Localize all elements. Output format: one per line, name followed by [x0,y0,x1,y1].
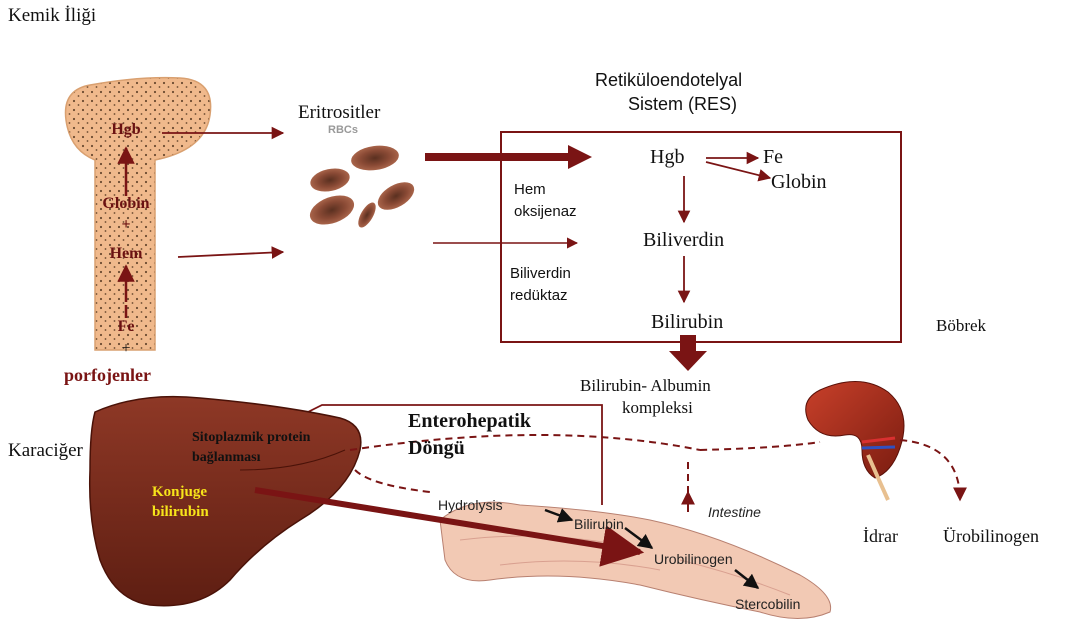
res-bilirubin-label: Bilirubin [651,311,723,334]
bone-hgb-label: Hgb [96,121,156,139]
intestine-label: Intestine [708,504,761,520]
bone-marrow-title: Kemik İliği [8,5,96,27]
bone-plus-label: + [96,216,156,234]
albumin-complex-line2: kompleksi [622,398,693,418]
biliverdin-reductase-line2: redüktaz [510,286,568,306]
protein-binding-line1: Sitoplazmik protein [192,430,310,446]
heme-oxygenase-line2: oksijenaz [514,202,577,222]
intestine-bilirubin-label: Bilirubin [574,516,624,532]
porphyrins-label: porfojenler [64,365,151,386]
bone-hem-label: Hem [96,245,156,263]
protein-binding-line2: bağlanması [192,450,260,466]
res-to-albumin-arrow [669,335,707,371]
enterohepatic-line1: Enterohepatik [408,410,531,433]
res-hgb-label: Hgb [650,146,684,169]
bone-marrow-illustration [66,78,211,350]
res-fe-label: Fe [763,146,783,169]
res-globin-label: Globin [771,171,827,194]
conjugated-bilirubin-line2: bilirubin [152,504,209,521]
res-title-line1: Retiküloendotelyal [595,70,742,91]
erythrocyte-cluster [306,143,419,230]
kidney-label: Böbrek [936,316,986,336]
albumin-complex-line1: Bilirubin- Albumin [580,376,711,396]
intestine-urobilinogen-label: Urobilinogen [654,551,733,567]
biliverdin-reductase-line1: Biliverdin [510,264,571,284]
rbc-caption: RBCs [328,124,358,136]
bone-fe-label: Fe [96,318,156,336]
res-biliverdin-label: Biliverdin [643,229,724,252]
stercobilin-label: Stercobilin [735,596,800,612]
urine-label: İdrar [863,526,898,547]
heme-oxygenase-line1: Hem [514,180,546,200]
hydrolysis-label: Hydrolysis [438,497,503,513]
erythrocytes-label: Eritrositler [298,102,380,124]
enterohepatic-line2: Döngü [408,437,465,460]
rbc-to-res-arrow [425,145,592,169]
bone-globin-label: Globin [96,195,156,213]
liver-label: Karaciğer [8,440,83,462]
kidney-illustration [806,381,904,500]
urine-urobilinogen-label: Ürobilinogen [943,526,1039,547]
bone-plus-label-2: + [96,340,156,358]
res-title-line2: Sistem (RES) [628,94,737,115]
conjugated-bilirubin-line1: Konjuge [152,484,207,501]
